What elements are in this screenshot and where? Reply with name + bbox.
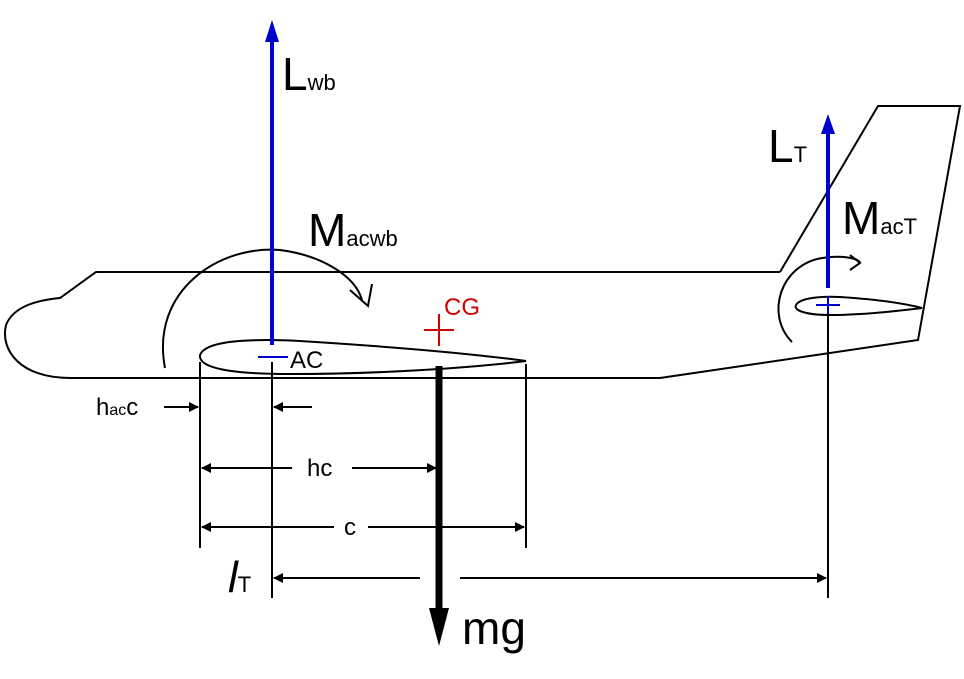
weight-label: mg: [462, 602, 526, 654]
tail-moment-arc: [777, 255, 861, 343]
tail-arm-label: lT: [228, 553, 251, 602]
wing-moment-label: Macwb: [308, 204, 398, 256]
wing-moment-arc: [162, 248, 363, 369]
tail-lift-label: LT: [768, 120, 807, 172]
ac-label: AC: [290, 347, 323, 374]
wing-lift-label: Lwb: [282, 48, 336, 100]
c-label: c: [344, 514, 356, 541]
tail-moment-label: MacT: [842, 192, 917, 244]
tail-moment-arrowhead: [849, 254, 862, 271]
tail-lift-arrowhead: [821, 114, 835, 134]
fuselage-outline: [4, 271, 780, 379]
wing-airfoil: [198, 339, 527, 376]
wing-moment-arrowhead: [349, 283, 373, 308]
tail-airfoil: [794, 295, 923, 317]
hc-label: hc: [307, 455, 332, 482]
wing-lift-arrowhead: [265, 20, 279, 42]
tail-fin-outline: [659, 105, 962, 379]
weight-arrowhead: [429, 608, 449, 646]
cg-label: CG: [444, 294, 480, 321]
hacc-label: hacc: [96, 394, 138, 421]
